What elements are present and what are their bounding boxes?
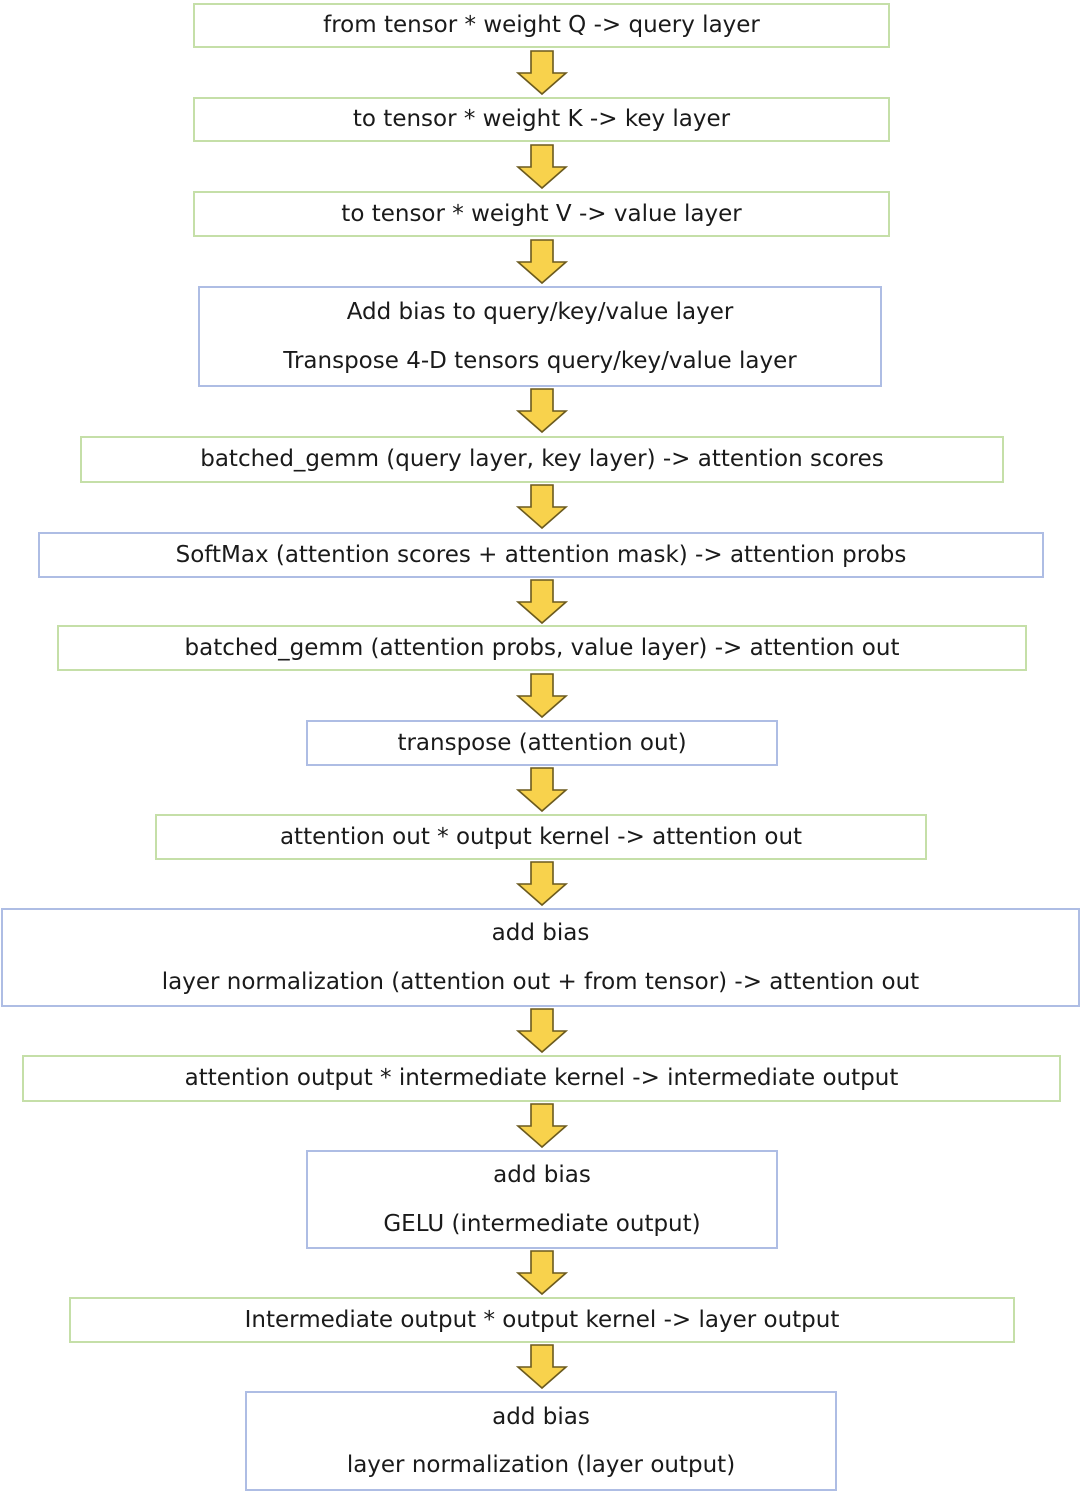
down-arrow-icon [515,579,569,625]
step-text: add bias [493,1162,591,1189]
step-layernorm-2: add bias layer normalization (layer outp… [245,1391,837,1491]
step-transpose: transpose (attention out) [306,720,778,766]
step-text: add bias [492,1403,590,1430]
step-text: add bias [491,920,590,947]
down-arrow-icon [515,673,569,719]
step-output-kernel: attention out * output kernel -> attenti… [155,814,927,860]
step-intermediate: attention output * intermediate kernel -… [22,1055,1061,1102]
step-gelu: add bias GELU (intermediate output) [306,1150,778,1249]
step-layernorm-1: add bias layer normalization (attention … [1,908,1080,1007]
step-query-layer: from tensor * weight Q -> query layer [193,3,890,48]
down-arrow-icon [515,1103,569,1149]
step-text: layer normalization (layer output) [346,1452,736,1478]
down-arrow-icon [515,767,569,813]
step-text: batched_gemm (query layer, key layer) ->… [200,446,884,473]
down-arrow-icon [515,144,569,190]
down-arrow-icon [515,861,569,907]
step-value-layer: to tensor * weight V -> value layer [193,191,890,237]
step-text: attention out * output kernel -> attenti… [279,823,803,850]
step-text: SoftMax (attention scores + attention ma… [175,541,907,568]
down-arrow-icon [515,239,569,285]
step-text: Intermediate output * output kernel -> l… [244,1306,840,1333]
step-text: transpose (attention out) [397,729,687,756]
step-text: Transpose 4-D tensors query/key/value la… [283,347,797,374]
step-text: from tensor * weight Q -> query layer [323,12,760,39]
down-arrow-icon [515,388,569,434]
down-arrow-icon [515,1250,569,1296]
step-layer-output: Intermediate output * output kernel -> l… [69,1297,1015,1343]
step-text: attention output * intermediate kernel -… [184,1065,899,1092]
step-text: GELU (intermediate output) [383,1210,701,1237]
step-text: batched_gemm (attention probs, value lay… [184,634,900,661]
step-bias-transpose: Add bias to query/key/value layer Transp… [198,286,882,387]
down-arrow-icon [515,50,569,96]
step-text: to tensor * weight V -> value layer [341,200,742,227]
step-key-layer: to tensor * weight K -> key layer [193,97,890,142]
step-gemm-scores: batched_gemm (query layer, key layer) ->… [80,436,1004,483]
down-arrow-icon [515,1344,569,1390]
step-text: Add bias to query/key/value layer [346,299,734,326]
step-softmax: SoftMax (attention scores + attention ma… [38,532,1044,578]
down-arrow-icon [515,484,569,530]
down-arrow-icon [515,1008,569,1054]
step-text: layer normalization (attention out + fro… [161,968,920,995]
step-text: to tensor * weight K -> key layer [352,106,731,133]
step-gemm-out: batched_gemm (attention probs, value lay… [57,625,1027,671]
